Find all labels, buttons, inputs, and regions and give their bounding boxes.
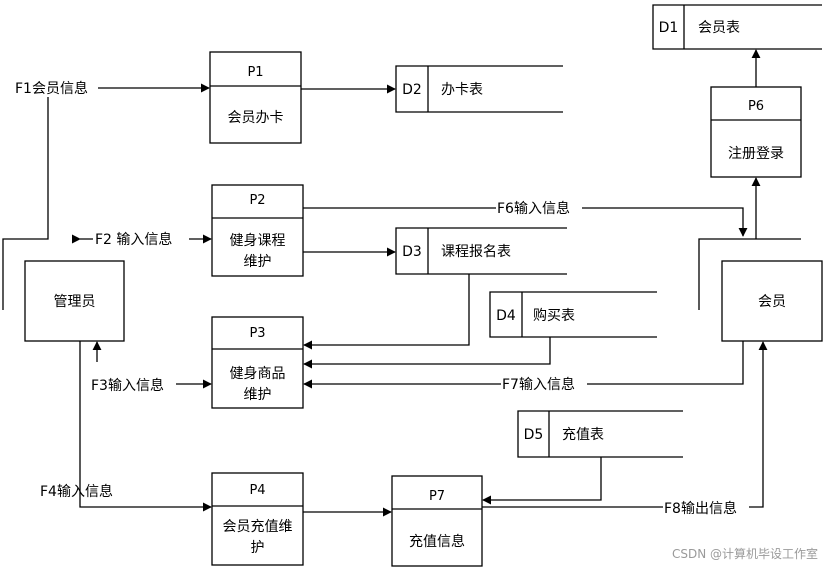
process-p2-id: P2 xyxy=(249,193,265,208)
member-frame-line xyxy=(698,238,801,310)
process-p3-name-line2: 维护 xyxy=(244,387,272,403)
store-d3-id: D3 xyxy=(402,244,422,260)
flow-d5-p7 xyxy=(482,457,602,505)
store-d4: D4 购买表 xyxy=(489,291,657,338)
process-p1: P1 会员办卡 xyxy=(209,51,302,144)
flow-f2-label: F2 输入信息 xyxy=(95,231,172,248)
process-p6: P6 注册登录 xyxy=(710,86,802,178)
store-d1-id: D1 xyxy=(659,20,679,36)
store-d5-id: D5 xyxy=(524,427,544,443)
process-p6-name: 注册登录 xyxy=(728,146,784,162)
process-p7: P7 充值信息 xyxy=(391,475,483,567)
flow-f8-label: F8输出信息 xyxy=(664,500,737,517)
flow-d3-p3 xyxy=(303,274,470,350)
process-p4-name-line2: 护 xyxy=(251,540,265,556)
process-p2-name-line2: 维护 xyxy=(244,254,272,270)
store-d2: D2 办卡表 xyxy=(395,65,563,113)
process-p2: P2 健身课程 维护 xyxy=(211,184,304,277)
process-p6-id: P6 xyxy=(748,99,764,114)
process-p4-id: P4 xyxy=(249,483,265,498)
flow-d4-p3 xyxy=(303,337,551,369)
flow-f7-label: F7输入信息 xyxy=(502,376,575,393)
process-p3-name-line1: 健身商品 xyxy=(230,366,286,382)
flow-f6-arrow xyxy=(303,207,748,237)
store-d2-id: D2 xyxy=(402,82,422,98)
entity-member: 会员 xyxy=(721,260,823,342)
flow-f1-label: F1会员信息 xyxy=(15,80,88,97)
flow-f4-label: F4输入信息 xyxy=(40,483,113,500)
flow-f8-arrow xyxy=(482,341,768,508)
process-p7-id: P7 xyxy=(429,489,445,504)
entity-admin: 管理员 xyxy=(24,260,125,342)
process-p1-name: 会员办卡 xyxy=(228,110,284,126)
entity-member-label: 会员 xyxy=(758,294,786,310)
process-p2-name-line1: 健身课程 xyxy=(230,233,286,249)
store-d2-name: 办卡表 xyxy=(441,82,483,98)
process-p7-name: 充值信息 xyxy=(409,533,465,550)
process-p4: P4 会员充值维 护 xyxy=(211,472,304,566)
process-p1-id: P1 xyxy=(247,65,263,80)
flow-f6-label: F6输入信息 xyxy=(497,200,570,217)
admin-frame-line xyxy=(2,88,49,310)
store-d5: D5 充值表 xyxy=(517,410,683,458)
store-d4-name: 购买表 xyxy=(533,308,575,324)
process-p4-name-line1: 会员充值维 xyxy=(223,519,293,535)
store-d3: D3 课程报名表 xyxy=(395,227,567,275)
store-d1: D1 会员表 xyxy=(652,4,822,50)
entity-admin-label: 管理员 xyxy=(54,294,96,310)
process-p3: P3 健身商品 维护 xyxy=(211,316,304,409)
store-d4-id: D4 xyxy=(496,308,516,324)
flow-f3-label: F3输入信息 xyxy=(91,377,164,394)
store-d5-name: 充值表 xyxy=(562,427,604,443)
flow-f7-arrow xyxy=(303,341,744,389)
process-p3-id: P3 xyxy=(249,326,265,341)
store-d1-name: 会员表 xyxy=(698,20,740,36)
watermark-text: CSDN @计算机毕设工作室 xyxy=(672,546,818,561)
store-d3-name: 课程报名表 xyxy=(441,244,511,260)
flow-f4-arrow xyxy=(79,341,212,512)
